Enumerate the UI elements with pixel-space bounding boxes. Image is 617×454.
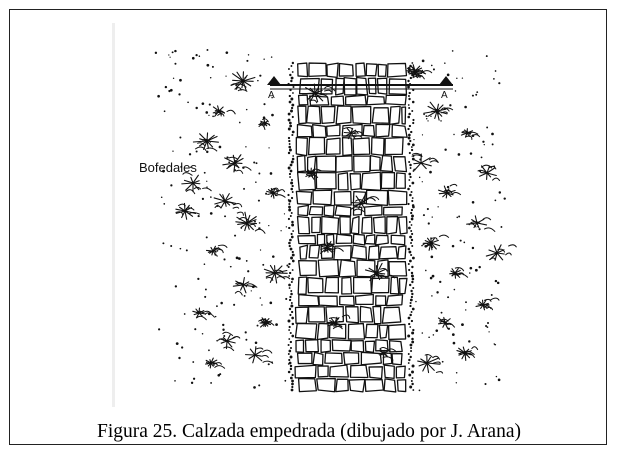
grass-tuft [175,202,200,220]
grass-tuft [475,297,500,311]
grass-tuft [456,346,479,362]
cobblestone-road [294,62,408,393]
grass-tuft [477,164,501,182]
grass-tuft [437,183,462,199]
grass-tuft [343,127,365,140]
bofedal-tufts [175,64,517,374]
grass-tuft [423,101,454,121]
grass-tuft [466,215,496,233]
grass-tuft [263,264,291,284]
section-marker-right: A [441,90,448,101]
grass-tuft [422,234,450,251]
grass-tuft [258,117,271,130]
section-arrow-right [439,76,453,85]
grass-tuft [213,193,243,209]
grass-tuft [205,357,226,369]
grass-tuft [235,211,266,234]
grass-tuft [485,244,517,261]
grass-tuft [212,105,236,117]
grass-tuft [266,187,286,199]
grass-tuft [437,316,456,330]
grass-tuft [205,244,228,257]
section-line [267,76,453,90]
grass-tuft [449,267,469,279]
grass-tuft [230,71,256,92]
grass-tuft [258,317,275,328]
grass-tuft [244,346,274,364]
section-arrow-left [267,76,281,85]
grass-tuft [460,128,481,140]
section-marker-left: A [268,90,275,101]
grass-tuft [181,172,212,195]
grass-tuft [192,307,216,321]
figure-frame: Bofedales A A Figura 25. Calzada empedra… [9,9,607,445]
bofedales-label: Bofedales [139,160,197,175]
grass-tuft [222,154,252,174]
grass-tuft [192,132,219,152]
figure-caption: Figura 25. Calzada empedrada (dibujado p… [97,421,521,442]
road-illustration [154,49,517,393]
grass-tuft [217,331,241,352]
grass-dots [154,49,506,392]
grass-tuft [408,68,425,80]
paved-road-drawing: Bofedales A A [115,23,545,407]
grass-tuft [417,354,444,374]
grass-tuft [326,314,351,330]
grass-tuft [232,277,258,296]
grass-tuft [411,152,439,171]
